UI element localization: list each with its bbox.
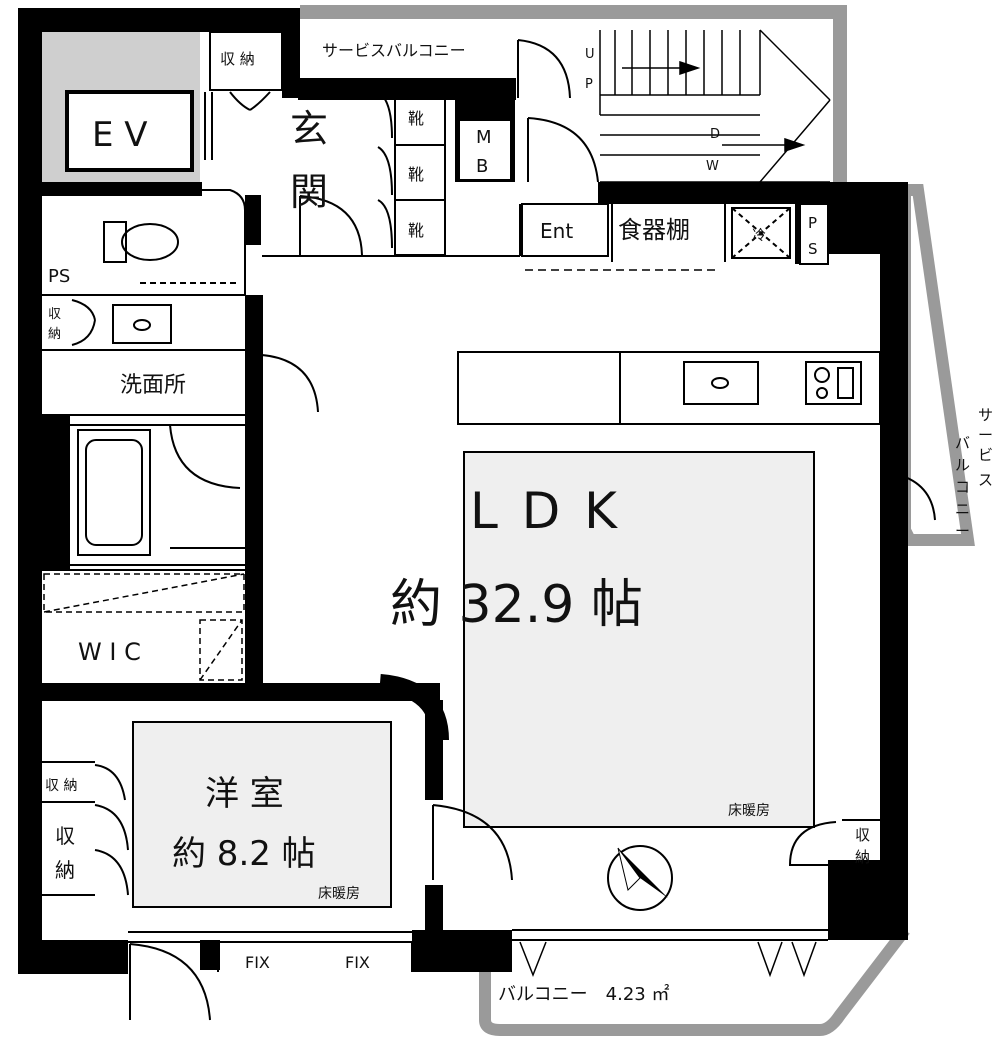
label-dw-d: D [710,127,720,142]
ps-box-right [799,203,829,265]
label-shoe-3: 靴 [408,221,424,240]
label-storage-top: 収 納 [220,50,255,68]
wic-shelves [43,573,245,681]
compass-icon [607,845,673,911]
label-ps-right-p: P [808,214,817,232]
svg-text:ス: ス [978,471,993,489]
kitchen-counter [457,351,881,425]
stairs [599,29,831,183]
svg-text:ビ: ビ [978,446,993,464]
svg-text:ル: ル [955,456,970,474]
label-entrance-1: 玄 [290,107,328,151]
svg-text:ー: ー [978,426,993,444]
label-storage-room-big-2: 納 [55,858,75,882]
ldk-floor-heating-zone [463,451,815,828]
toilet-icon [103,221,240,284]
svg-text:ー: ー [955,522,970,540]
label-balcony: バルコニー 4.23 ㎡ [498,983,669,1005]
label-mb-m: M [476,127,492,148]
label-ldk: L D K [470,482,621,540]
service-balcony-top [300,5,847,190]
entrance-lines [204,31,283,160]
label-ps-left: PS [48,266,70,287]
label-up-p: P [585,77,593,92]
label-shoe-1: 靴 [408,109,424,128]
svg-text:サ: サ [978,406,993,424]
label-ent: Ent [540,219,573,243]
shoe-cabinet [394,89,446,256]
label-shoe-2: 靴 [408,165,424,184]
label-storage-small-1: 収 [48,307,61,322]
label-fix-1: FIX [245,953,270,972]
label-storage-right-2: 納 [855,848,870,866]
exterior-walls [18,8,908,974]
washbasin-icon [112,304,172,344]
doors [71,39,936,1021]
fridge-box [731,207,791,259]
label-storage-small-2: 納 [48,327,61,342]
balcony-outline [479,926,910,1036]
label-ev: E V [92,115,148,155]
label-fridge: 冷 [752,228,766,244]
label-ps-right-s: S [808,240,818,258]
label-room: 洋 室 [205,774,284,814]
bedroom-floor-heating-zone [132,721,392,908]
svg-text:コ: コ [955,478,970,496]
label-cupboard: 食器棚 [618,216,690,244]
ent-box [521,203,609,257]
label-storage-right-1: 収 [855,826,870,844]
label-mb-b: B [476,156,488,177]
bathtub-icon [77,429,245,556]
balcony-sash-marks [519,941,817,978]
label-room-size: 約 8.2 帖 [172,834,316,874]
label-service-balcony-top: サービスバルコニー [322,41,466,60]
label-washroom: 洗面所 [120,373,186,398]
svg-text:バ: バ [955,434,970,452]
label-storage-room-top: 収 納 [45,778,77,794]
label-dw-w: W [706,159,719,174]
svg-text:ニ: ニ [955,500,970,518]
label-up-u: U [585,47,595,62]
label-fix-2: FIX [345,953,370,972]
label-entrance-2: 関 [290,170,328,214]
label-storage-room-big-1: 収 [55,824,75,848]
bedroom-wall-curve [379,674,449,741]
label-ldk-floor-heating: 床暖房 [728,803,770,819]
mb-box [458,119,512,181]
label-ldk-size: 約 32.9 帖 [390,575,643,635]
label-wic: W I C [78,638,141,666]
label-room-floor-heating: 床暖房 [318,886,360,902]
label-service-balcony-side: サ ー ビ ス バ ル コ ニ ー [955,406,993,540]
elevator-box [65,90,194,172]
